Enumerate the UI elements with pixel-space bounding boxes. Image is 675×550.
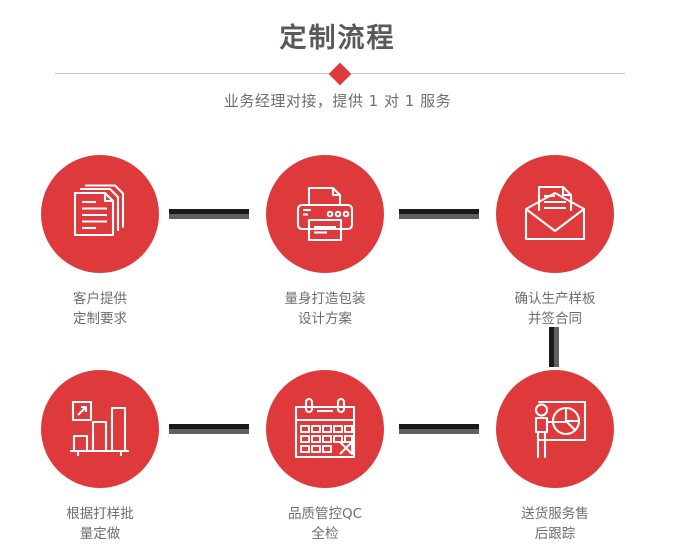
step-4-label: 根据打样批 量定做 — [66, 506, 134, 542]
step-3[interactable]: 确认生产样板 并签合同 — [465, 155, 645, 329]
step-6-icon-circle — [496, 370, 614, 488]
step-2-label: 量身打造包装 设计方案 — [284, 291, 366, 327]
connector-step3-step6 — [549, 327, 559, 367]
step-2[interactable]: 量身打造包装 设计方案 — [235, 155, 415, 329]
bar-chart-growth-icon — [70, 400, 129, 456]
connector-bar-light — [554, 327, 559, 367]
calendar-icon — [294, 398, 356, 459]
page-subtitle: 业务经理对接，提供 1 对 1 服务 — [223, 92, 452, 110]
connector-bar-light — [399, 429, 479, 434]
page-title: 定制流程 — [279, 23, 396, 54]
connector-step4-step5 — [169, 424, 249, 434]
presenter-pie-chart-icon — [534, 400, 587, 459]
step-4[interactable]: 根据打样批 量定做 — [10, 370, 190, 544]
step-6-label: 送货服务售 后跟踪 — [521, 506, 589, 542]
page-header: 定制流程 业务经理对接，提供 1 对 1 服务 — [0, 0, 675, 130]
step-1-label: 客户提供 定制要求 — [73, 291, 127, 327]
connector-bar-dark — [169, 424, 249, 429]
connector-step5-step6 — [399, 424, 479, 434]
connector-bar-light — [399, 214, 479, 219]
step-3-label: 确认生产样板 并签合同 — [514, 291, 596, 327]
step-5[interactable]: 品质管控QC 全检 — [235, 370, 415, 544]
connector-bar-light — [169, 214, 249, 219]
connector-bar-dark — [399, 424, 479, 429]
process-flow: 客户提供 定制要求 — [0, 140, 675, 550]
step-5-label: 品质管控QC 全检 — [287, 506, 363, 542]
connector-bar-dark — [549, 327, 554, 367]
step-3-icon-circle — [496, 155, 614, 273]
step-5-icon-circle — [266, 370, 384, 488]
connector-bar-light — [169, 429, 249, 434]
envelope-document-icon — [524, 185, 586, 241]
title-divider — [55, 62, 625, 86]
step-1[interactable]: 客户提供 定制要求 — [10, 155, 190, 329]
connector-step1-step2 — [169, 209, 249, 219]
step-2-icon-circle — [266, 155, 384, 273]
step-1-icon-circle — [41, 155, 159, 273]
step-4-icon-circle — [41, 370, 159, 488]
diamond-icon — [328, 62, 352, 86]
documents-stack-icon — [73, 184, 125, 237]
printer-icon — [296, 186, 354, 242]
step-6[interactable]: 送货服务售 后跟踪 — [465, 370, 645, 544]
connector-bar-dark — [169, 209, 249, 214]
connector-bar-dark — [399, 209, 479, 214]
connector-step2-step3 — [399, 209, 479, 219]
